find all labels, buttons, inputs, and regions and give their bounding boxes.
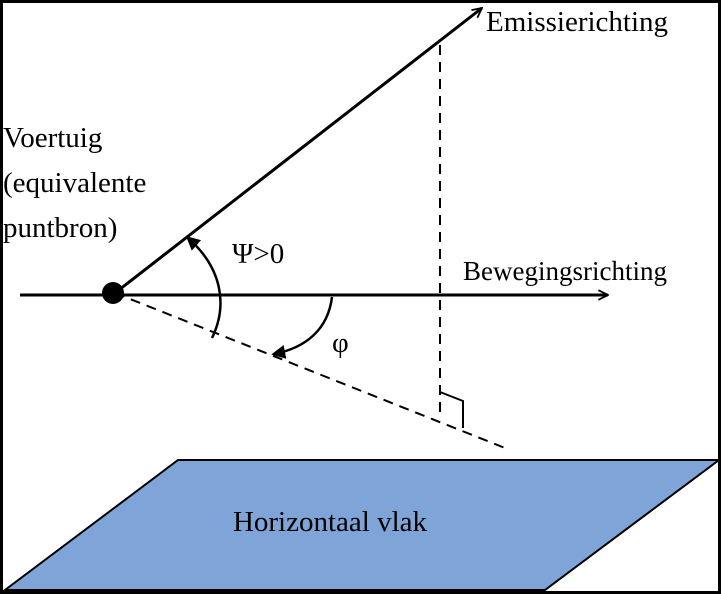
emission-direction-arrow (114, 8, 482, 295)
psi-angle-label: Ψ>0 (232, 238, 284, 270)
horizontal-plane (2, 459, 721, 591)
vehicle-point-source (102, 282, 124, 304)
phi-angle-arc (271, 296, 334, 359)
emission-direction-label: Emissierichting (486, 6, 668, 38)
psi-angle-arc (185, 236, 222, 339)
movement-direction-label: Bewegingsrichting (463, 256, 667, 286)
vehicle-label-line3: puntbron) (3, 212, 117, 244)
vehicle-label-line2: (equivalente (3, 167, 146, 199)
phi-angle-label: φ (332, 327, 349, 359)
plane-label: Horizontaal vlak (233, 506, 428, 538)
right-angle-marker (439, 391, 464, 428)
ground-projection-dashed-line (114, 292, 506, 449)
vehicle-label-line1: Voertuig (3, 122, 102, 154)
